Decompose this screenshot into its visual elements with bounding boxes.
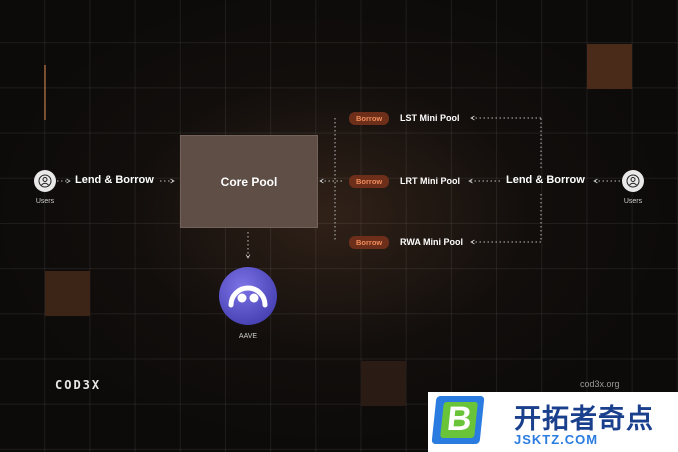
accent-tile (361, 361, 406, 406)
watermark-chinese-text: 开拓者奇点 (514, 404, 654, 434)
rwa-mini-pool-label: RWA Mini Pool (400, 237, 463, 247)
user-icon (622, 170, 644, 192)
watermark-badge-letter: B (445, 400, 474, 438)
borrow-tag: Borrow (349, 236, 390, 249)
lst-mini-pool-label: LST Mini Pool (400, 113, 460, 123)
borrow-tag: Borrow (349, 112, 390, 125)
accent-tile (587, 44, 632, 89)
accent-tile (45, 271, 90, 316)
user-icon (34, 170, 56, 192)
borrow-tag: Borrow (349, 175, 390, 188)
users-node-right: Users (613, 170, 653, 205)
aave-node: AAVE (219, 267, 277, 340)
lend-borrow-label-left: Lend & Borrow (75, 174, 154, 186)
users-label: Users (623, 198, 643, 205)
accent-line (44, 65, 46, 120)
aave-label: AAVE (238, 333, 258, 340)
core-pool-label: Core Pool (220, 174, 278, 189)
watermark: B 开拓者奇点 JSKTZ.COM (428, 392, 678, 452)
cod3x-logo: COD3X (55, 378, 102, 392)
core-pool-box: Core Pool (180, 135, 318, 228)
users-node-left: Users (25, 170, 65, 205)
watermark-badge-icon: B (431, 396, 485, 444)
users-label: Users (35, 198, 55, 205)
lrt-mini-pool-label: LRT Mini Pool (400, 176, 460, 186)
watermark-domain: JSKTZ.COM (514, 432, 599, 447)
site-url: cod3x.org (580, 379, 620, 389)
aave-logo-icon (219, 267, 277, 325)
lend-borrow-label-right: Lend & Borrow (506, 174, 585, 186)
